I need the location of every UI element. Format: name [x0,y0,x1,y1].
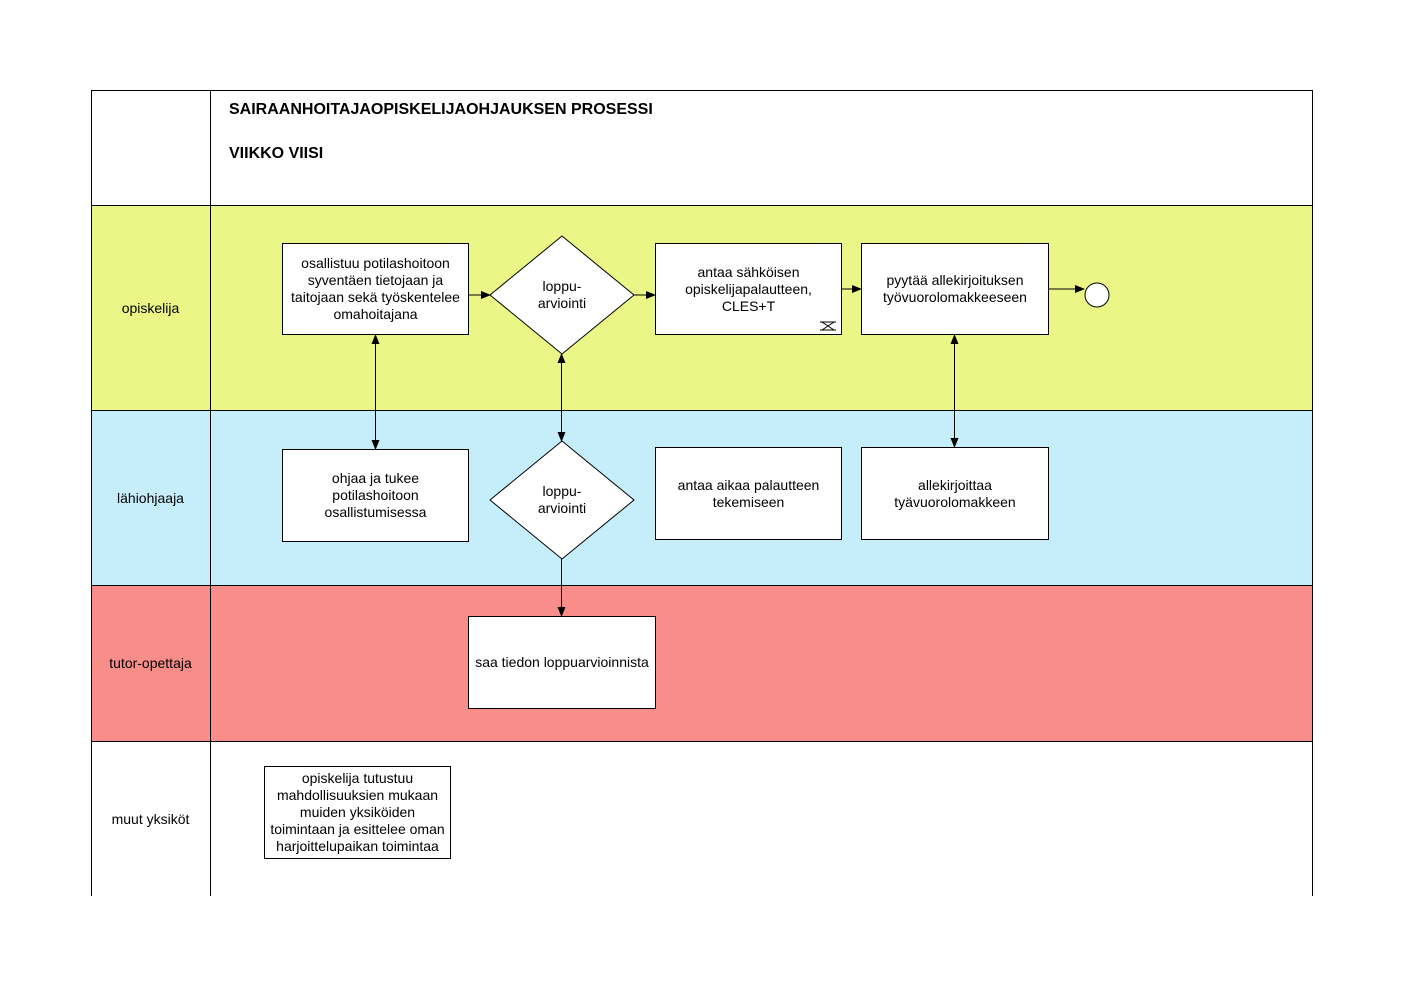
diagram-subtitle: VIIKKO VIISI [229,145,324,162]
end-event-circle [1084,282,1110,308]
lane-tutor-opettaja [91,585,1312,741]
lane-label-tutor-opettaja: tutor-opettaja [109,655,192,671]
decision-text-lahiohjaaja: loppu- arviointi [537,483,587,516]
loop-marker-icon [820,321,836,331]
header-band [91,90,1312,205]
lane-label-opiskelija: opiskelija [121,299,180,316]
task-pyytaa[interactable]: pyytää allekirjoituksen työvuorolomakkee… [861,243,1049,335]
decision-label-opiskelija: loppu- arviointi [508,270,616,320]
task-ohjaa[interactable]: ohjaa ja tukee potilashoitoon osallistum… [282,449,469,542]
task-allekirjoittaa[interactable]: allekirjoittaa tyävuorolomakkeen [861,447,1049,540]
task-osallistuu[interactable]: osallistuu potilashoitoon syventäen tiet… [282,243,469,335]
decision-text-opiskelija: loppu- arviointi [537,278,587,311]
lane-label-muut-yksikot: muut yksiköt [111,810,190,827]
lane-label-lahiohjaaja: lähiohjaaja [117,489,184,506]
task-antaa-aikaa[interactable]: antaa aikaa palautteen tekemiseen [655,447,842,540]
task-antaa-palautteen[interactable]: antaa sähköisen opiskelijapalautteen, CL… [655,243,842,335]
diagram-title: SAIRAANHOITAJAOPISKELIJAOHJAUKSEN PROSES… [229,101,653,118]
task-saa-tiedon[interactable]: saa tiedon loppuarvioinnista [468,616,656,709]
task-tutustuu[interactable]: opiskelija tutustuu mahdollisuuksien muk… [264,766,451,859]
task-antaa-palautteen-text: antaa sähköisen opiskelijapalautteen, CL… [685,263,812,314]
decision-label-lahiohjaaja: loppu- arviointi [508,475,616,525]
